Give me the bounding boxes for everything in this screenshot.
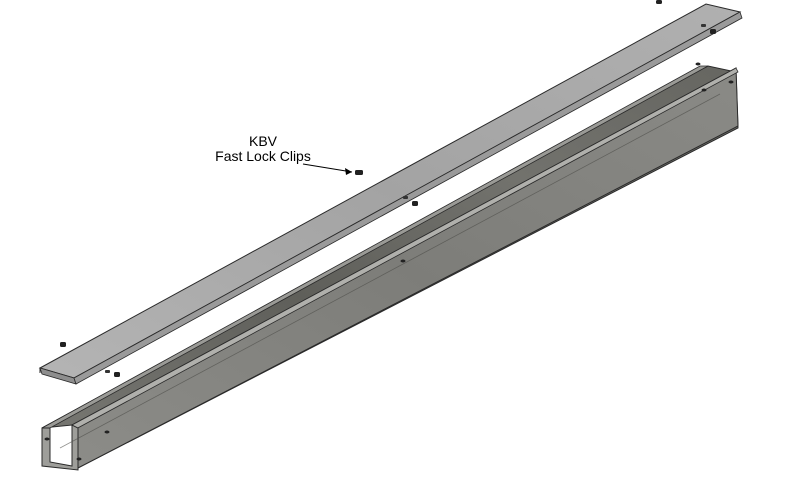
cover: [38, 3, 743, 385]
clip-icon: [60, 342, 66, 347]
clip-icon: [701, 24, 706, 27]
callout-title: KBV: [248, 133, 277, 149]
clip-icon: [114, 372, 120, 377]
clip-icon: [105, 370, 110, 373]
clip-icon: [412, 201, 418, 206]
trunking-base: [41, 62, 739, 471]
fast-lock-clips: [60, 0, 716, 377]
clip-icon: [355, 170, 363, 175]
callout-subtitle: Fast Lock Clips: [215, 148, 311, 164]
clip-icon: [656, 0, 662, 4]
clip-icon: [710, 29, 716, 34]
clip-icon: [403, 196, 408, 199]
callout-leader: [302, 163, 353, 175]
